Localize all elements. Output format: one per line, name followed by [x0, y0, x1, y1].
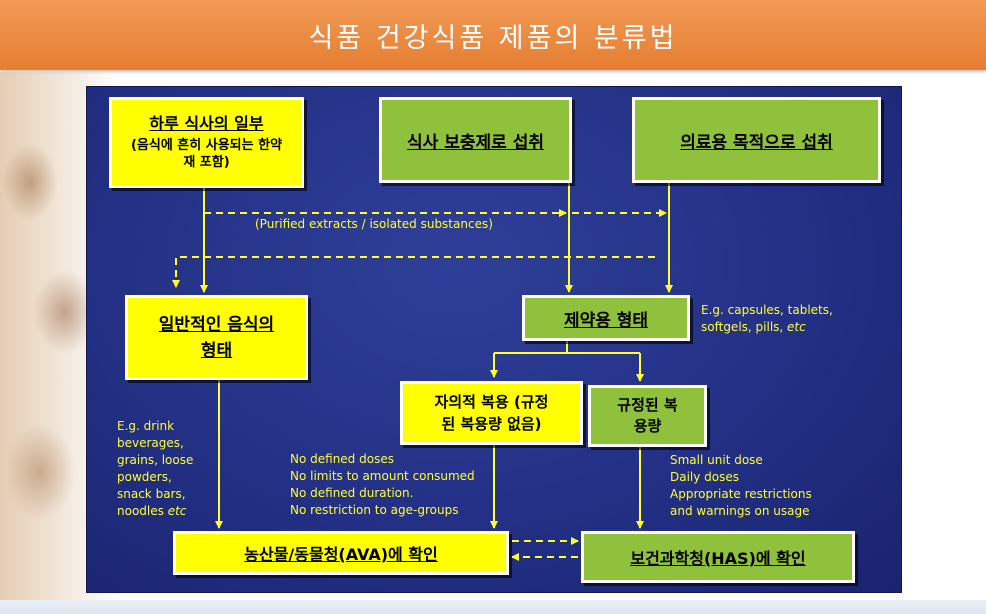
has-title: 보건과학청(HAS)에 확인	[630, 549, 806, 568]
flow-arrows	[172, 183, 673, 561]
ava-title: 농산물/동물청(AVA)에 확인	[244, 545, 438, 564]
box-supplement: 식사 보충제로 섭취	[379, 97, 572, 183]
pharma-examples-text: E.g. capsules, tablets, softgels, pills,	[701, 303, 833, 334]
daily-diet-title: 하루 식사의 일부	[149, 114, 264, 133]
box-voluntary-dose: 자의적 복용 (규정 된 복용량 없음)	[400, 381, 583, 445]
note-no-defined: No defined doses No limits to amount con…	[290, 452, 475, 517]
box-pharma-form: 제약용 형태	[522, 295, 690, 341]
supplement-title: 식사 보충제로 섭취	[407, 132, 544, 153]
box-general-food: 일반적인 음식의 형태	[125, 295, 308, 380]
note-purified: (Purified extracts / isolated substances…	[255, 217, 493, 231]
box-defined-dose: 규정된 복 용량	[588, 385, 707, 447]
box-daily-diet: 하루 식사의 일부 (음식에 흔히 사용되는 한약 재 포함)	[109, 97, 304, 188]
food-examples-text: E.g. drink beverages, grains, loose powd…	[117, 419, 194, 518]
pharma-form-title: 제약용 형태	[563, 310, 649, 331]
box-medical: 의료용 목적으로 섭취	[632, 97, 881, 183]
pharma-examples-etc: etc	[787, 320, 806, 334]
bottom-strip	[0, 600, 986, 614]
medical-title: 의료용 목적으로 섭취	[680, 132, 833, 153]
voluntary-dose-title: 자의적 복용 (규정 된 복용량 없음)	[434, 393, 549, 433]
general-food-title: 일반적인 음식의 형태	[158, 314, 275, 361]
classification-diagram: 하루 식사의 일부 (음식에 흔히 사용되는 한약 재 포함) 식사 보충제로 …	[86, 86, 902, 593]
note-pharma-examples: E.g. capsules, tablets, softgels, pills,…	[701, 302, 833, 336]
slide-title: 식품 건강식품 제품의 분류법	[0, 0, 986, 70]
box-ava: 농산물/동물청(AVA)에 확인	[173, 531, 509, 575]
note-food-examples: E.g. drink beverages, grains, loose powd…	[117, 418, 193, 520]
daily-diet-sub: (음식에 흔히 사용되는 한약 재 포함)	[130, 138, 283, 170]
defined-dose-title: 규정된 복 용량	[617, 396, 678, 435]
box-has: 보건과학청(HAS)에 확인	[581, 531, 855, 583]
note-defined: Small unit dose Daily doses Appropriate …	[670, 453, 812, 518]
dashed-back-to-general	[172, 256, 655, 288]
food-examples-etc: etc	[167, 504, 187, 518]
